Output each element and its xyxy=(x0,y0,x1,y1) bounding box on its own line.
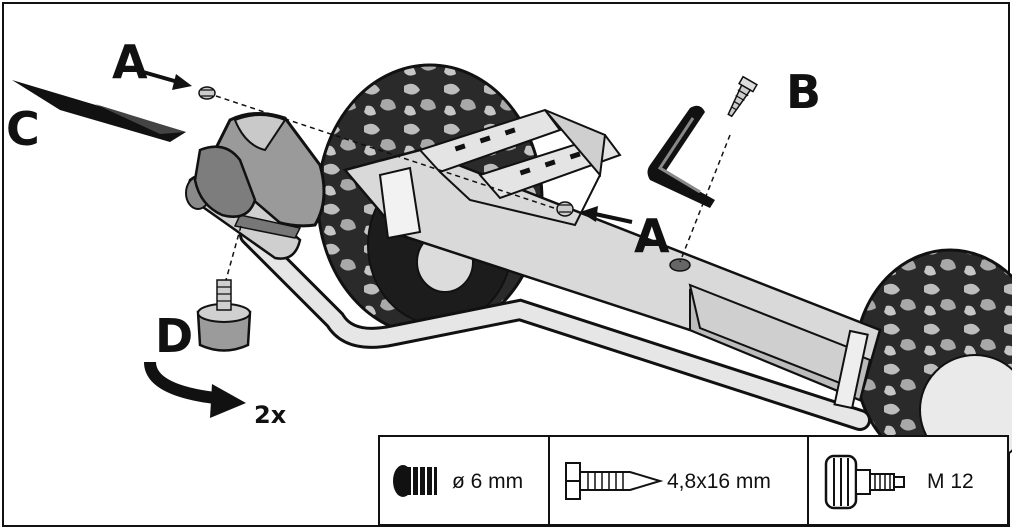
arrow-a-top xyxy=(142,70,192,90)
plug-dowel-icon xyxy=(393,465,437,497)
knob-d xyxy=(196,225,252,352)
grip-part xyxy=(193,145,257,218)
label-a-right: A xyxy=(634,209,670,263)
label-a-top: A xyxy=(112,35,148,89)
screw-b xyxy=(727,75,758,118)
mounting-bracket xyxy=(418,108,622,227)
plug-a-right xyxy=(556,201,574,217)
arrow-a-right xyxy=(580,206,633,224)
parts-legend: ø 6 mm 4,8x16 mm M 12 xyxy=(378,435,1009,526)
label-count: 2x xyxy=(254,401,287,429)
plug-a-top xyxy=(198,86,216,100)
legend-item-3-text: M 12 xyxy=(927,470,974,493)
label-d: D xyxy=(155,309,193,363)
legend-item-2-text: 4,8x16 mm xyxy=(667,470,771,493)
label-b: B xyxy=(786,65,821,119)
right-wheel xyxy=(853,248,1012,472)
label-c: C xyxy=(6,102,40,156)
clip-b xyxy=(647,105,715,208)
end-cap xyxy=(833,329,869,410)
rotation-arrow xyxy=(144,361,246,418)
wood-screw-icon xyxy=(565,462,664,500)
screw-b-guide xyxy=(679,134,731,263)
knob-bolt-icon xyxy=(824,454,905,510)
plug-a-top-guide xyxy=(215,95,561,211)
legend-item-1-text: ø 6 mm xyxy=(452,470,523,493)
part-c-wedge xyxy=(12,80,186,142)
